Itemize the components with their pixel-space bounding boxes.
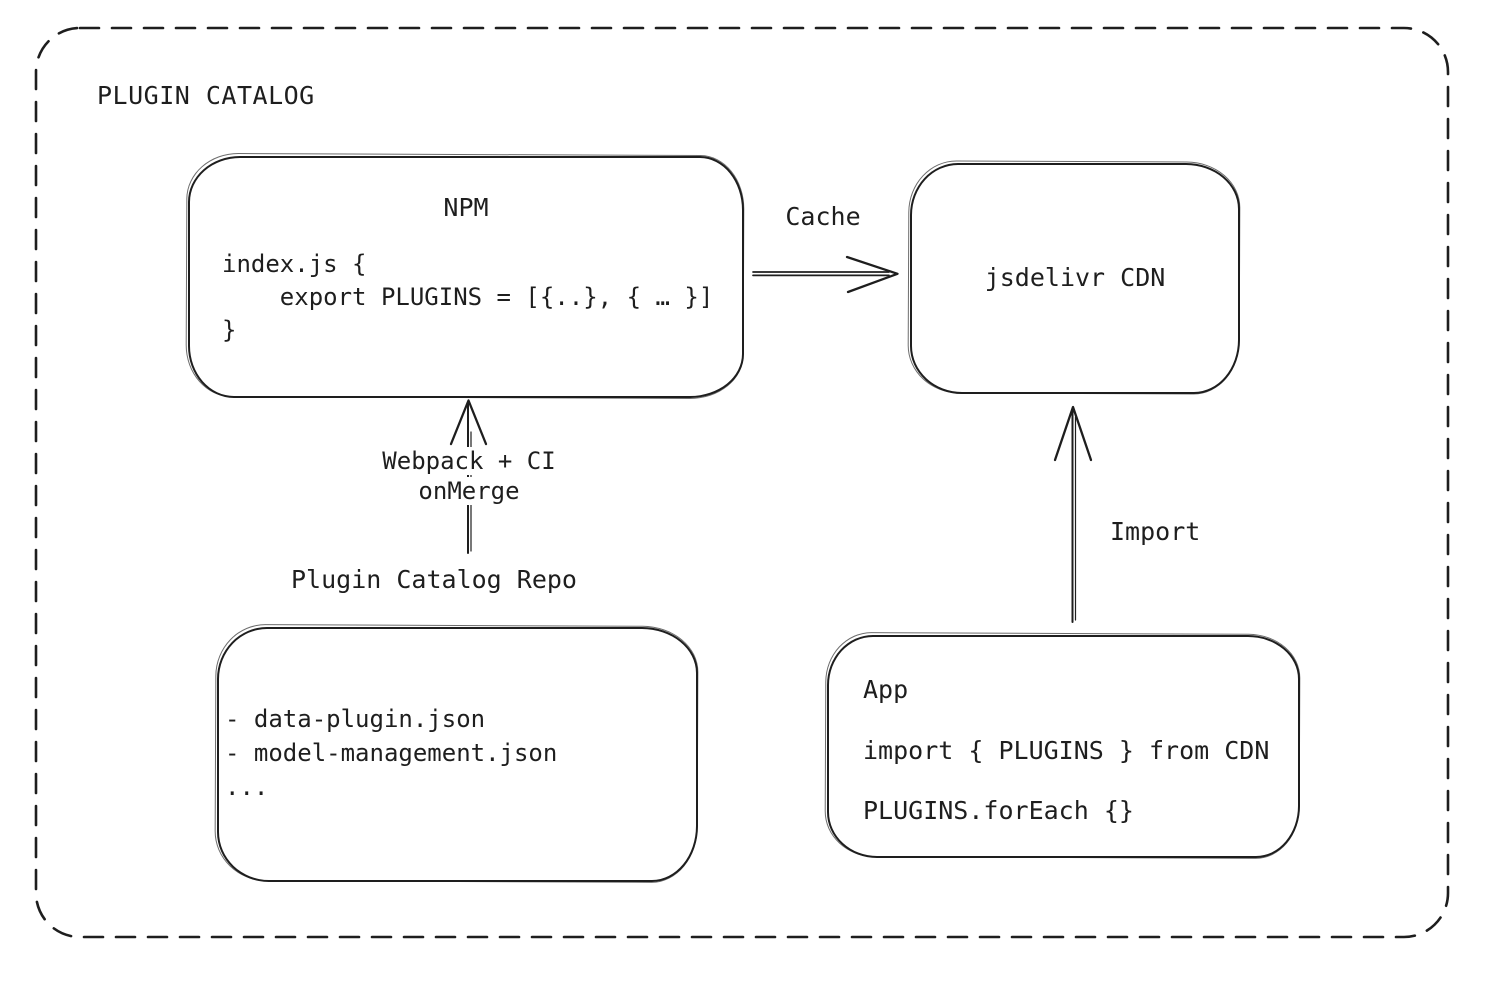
build-edge-label-line1: Webpack + CI <box>374 447 564 475</box>
import-arrow <box>1053 405 1093 623</box>
diagram-title: PLUGIN CATALOG <box>97 81 315 110</box>
npm-node <box>188 156 744 398</box>
cache-arrow <box>752 255 899 294</box>
repo-node <box>217 627 698 882</box>
cdn-node <box>910 163 1240 394</box>
import-edge-label: Import <box>1110 517 1201 546</box>
repo-list-item: - model-management.json <box>225 739 558 767</box>
app-node-title: App <box>863 675 909 704</box>
repo-list-item: ... <box>225 773 269 801</box>
app-code-line: import { PLUGINS } from CDN <box>863 736 1270 765</box>
build-edge-label-line2: onMerge <box>410 477 528 505</box>
repo-heading: Plugin Catalog Repo <box>291 565 577 594</box>
npm-code-block: index.js { export PLUGINS = [{..}, { … }… <box>222 248 713 347</box>
repo-list-item: - data-plugin.json <box>225 705 486 733</box>
npm-code-line: index.js { <box>222 250 367 278</box>
repo-file-list: - data-plugin.json - model-management.jso… <box>225 702 557 804</box>
cache-edge-label: Cache <box>785 202 861 231</box>
app-node <box>827 635 1300 858</box>
app-code-line: PLUGINS.forEach {} <box>863 796 1134 825</box>
catalog-boundary <box>34 26 1450 939</box>
npm-node-title: NPM <box>443 193 489 222</box>
cdn-node-label: jsdelivr CDN <box>984 263 1166 292</box>
npm-code-line: } <box>222 316 237 344</box>
npm-code-line: export PLUGINS = [{..}, { … }] <box>222 283 714 311</box>
